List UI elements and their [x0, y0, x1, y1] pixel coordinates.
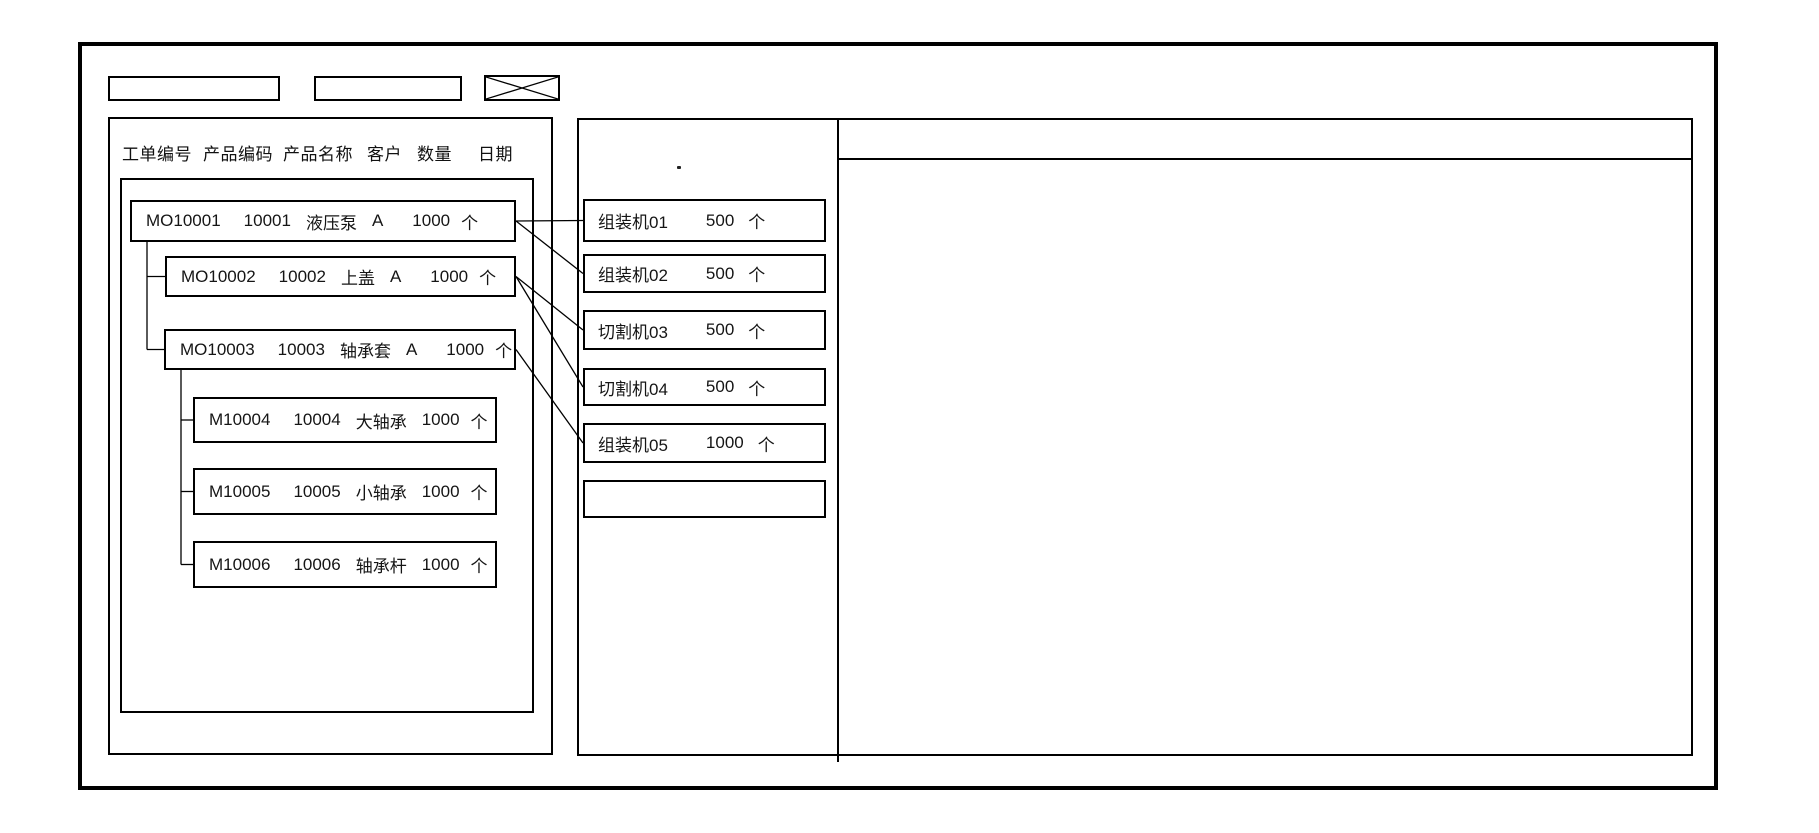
machine-name: 组装机02	[598, 266, 668, 285]
order-product_name: 轴承套	[339, 342, 391, 361]
work-order-card[interactable]: MO10003 10003 轴承套 A 1000 个	[164, 329, 516, 370]
order-order_no: M10004	[209, 410, 271, 429]
crossed-box-placeholder[interactable]	[484, 75, 560, 101]
machine-qty: 500	[705, 377, 735, 396]
order-product_code: 10003	[277, 339, 325, 359]
machine-unit: 个	[748, 213, 766, 232]
machine-qty: 1000	[705, 433, 744, 452]
order-qty: 1000	[421, 554, 460, 574]
order-order_no: MO10001	[146, 211, 221, 230]
order-qty: 1000	[421, 410, 460, 429]
order-product_code: 10006	[293, 554, 341, 574]
machine-name: 切割机04	[598, 379, 668, 399]
order-qty: 1000	[421, 481, 460, 501]
gantt-header-line	[837, 158, 1691, 160]
order-product_name: 液压泵	[305, 213, 357, 233]
order-qty: 1000	[446, 339, 485, 359]
work-order-card[interactable]: MO10002 10002 上盖 A 1000 个	[165, 256, 516, 297]
machine-capacity-card[interactable]: 切割机04 500 个	[583, 368, 826, 406]
machine-unit: 个	[748, 379, 766, 399]
order-unit: 个	[470, 557, 488, 576]
order-order_no: MO10002	[181, 266, 256, 286]
order-product_code: 10001	[243, 211, 291, 230]
toolbar-field-1[interactable]	[108, 76, 280, 101]
machine-schedule-divider	[837, 118, 839, 762]
order-order_no: M10006	[209, 554, 271, 574]
column-header: 客户	[367, 145, 402, 164]
column-header: 产品编码	[203, 145, 273, 164]
machine-qty: 500	[705, 210, 735, 230]
machine-capacity-card[interactable]: 组装机02 500 个	[583, 254, 826, 293]
order-customer: A	[389, 266, 402, 286]
order-qty: 1000	[412, 211, 451, 230]
machine-unit: 个	[757, 435, 775, 455]
work-order-card[interactable]: MO10001 10001 液压泵 A 1000 个	[130, 200, 516, 242]
machine-name: 组装机05	[598, 435, 668, 455]
machine-capacity-card[interactable]: 切割机03 500 个	[583, 310, 826, 350]
machine-capacity-card[interactable]: 组装机01 500 个	[583, 199, 826, 242]
order-product_name: 上盖	[340, 269, 375, 288]
order-product_name: 小轴承	[355, 484, 407, 503]
order-qty: 1000	[430, 266, 469, 286]
order-order_no: M10005	[209, 481, 271, 501]
column-header: 日期	[478, 145, 513, 164]
toolbar-field-2[interactable]	[314, 76, 462, 101]
machine-unit: 个	[748, 266, 766, 285]
dot-mark	[677, 166, 681, 169]
work-order-card[interactable]: M10005 10005 小轴承 1000 个	[193, 468, 497, 515]
machine-qty: 500	[705, 320, 735, 339]
machine-name: 组装机01	[598, 213, 668, 232]
order-unit: 个	[470, 484, 488, 503]
x-cross-icon	[486, 77, 558, 99]
order-unit: 个	[495, 342, 513, 361]
order-unit: 个	[479, 269, 497, 288]
order-customer: A	[371, 211, 384, 230]
column-header: 数量	[417, 145, 452, 164]
order-product_name: 轴承杆	[355, 557, 407, 576]
work-order-card[interactable]: M10004 10004 大轴承 1000 个	[193, 397, 497, 443]
order-unit: 个	[470, 412, 488, 432]
order-unit: 个	[461, 213, 479, 233]
order-product_code: 10002	[278, 266, 326, 286]
machine-name: 切割机03	[598, 322, 668, 342]
machine-slot-empty[interactable]	[583, 480, 826, 518]
column-header: 工单编号	[122, 145, 192, 164]
order-product_name: 大轴承	[355, 412, 407, 432]
gantt-area	[839, 160, 1691, 754]
machine-qty: 500	[705, 263, 735, 283]
order-product_code: 10004	[293, 410, 341, 429]
column-header: 产品名称	[283, 145, 353, 164]
order-customer: A	[405, 339, 418, 359]
work-order-card[interactable]: M10006 10006 轴承杆 1000 个	[193, 541, 497, 588]
machine-unit: 个	[748, 322, 766, 342]
order-order_no: MO10003	[180, 339, 255, 359]
machine-capacity-card[interactable]: 组装机05 1000 个	[583, 423, 826, 463]
order-product_code: 10005	[293, 481, 341, 501]
